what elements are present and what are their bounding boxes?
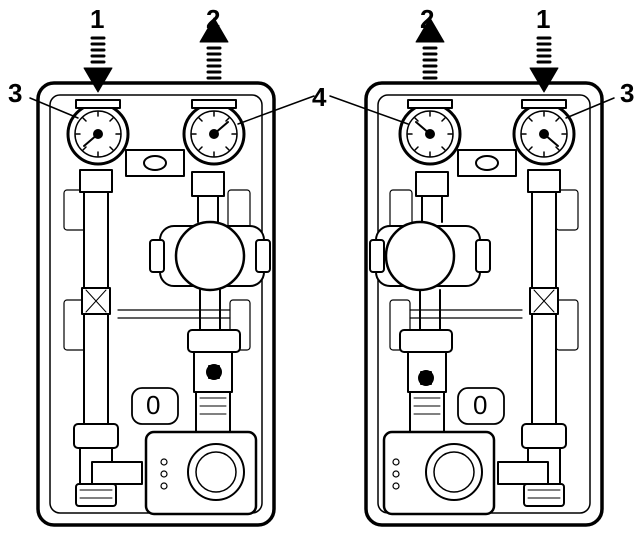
right-return-pipe: [497, 169, 567, 507]
callout-4: 4: [312, 82, 327, 112]
right-pump-station: [329, 17, 615, 527]
callout-3-right: 3: [620, 78, 635, 108]
left-supply-thermometer: [182, 99, 246, 166]
callout-2-right: 2: [420, 4, 435, 34]
left-circulation-pump: [149, 220, 271, 292]
left-thermometer-connector: [125, 149, 185, 177]
left-supply-pipe: [149, 171, 271, 433]
right-circulation-pump: [369, 220, 491, 292]
left-arrow-2-up-icon: [199, 17, 229, 80]
right-return-thermometer: [512, 99, 576, 166]
callout-2-left: 2: [206, 4, 221, 34]
right-actuator: [382, 430, 496, 516]
right-supply-pipe: [369, 171, 491, 433]
left-callout-3-leader: [29, 97, 79, 119]
right-thermometer-connector: [457, 149, 517, 177]
right-arrow-1-down-icon: [529, 36, 559, 93]
left-bypass-valve: [131, 387, 179, 425]
left-callout-4-leader: [237, 95, 315, 125]
left-pump-station: [29, 17, 315, 527]
left-arrow-1-down-icon: [83, 36, 113, 93]
left-return-pipe: [73, 169, 143, 507]
left-return-thermometer: [66, 99, 130, 166]
right-callout-4-leader: [329, 95, 409, 125]
callout-1-left: 1: [90, 4, 105, 34]
right-supply-thermometer: [398, 99, 462, 166]
left-bypass-label: 0: [146, 390, 161, 420]
callout-1-right: 1: [536, 4, 551, 34]
right-arrow-2-up-icon: [415, 17, 445, 80]
right-bypass-label: 0: [473, 390, 488, 420]
right-callout-3-leader: [565, 97, 615, 119]
left-actuator: [144, 430, 258, 516]
callout-3-left: 3: [8, 78, 23, 108]
right-bypass-valve: [457, 387, 505, 425]
